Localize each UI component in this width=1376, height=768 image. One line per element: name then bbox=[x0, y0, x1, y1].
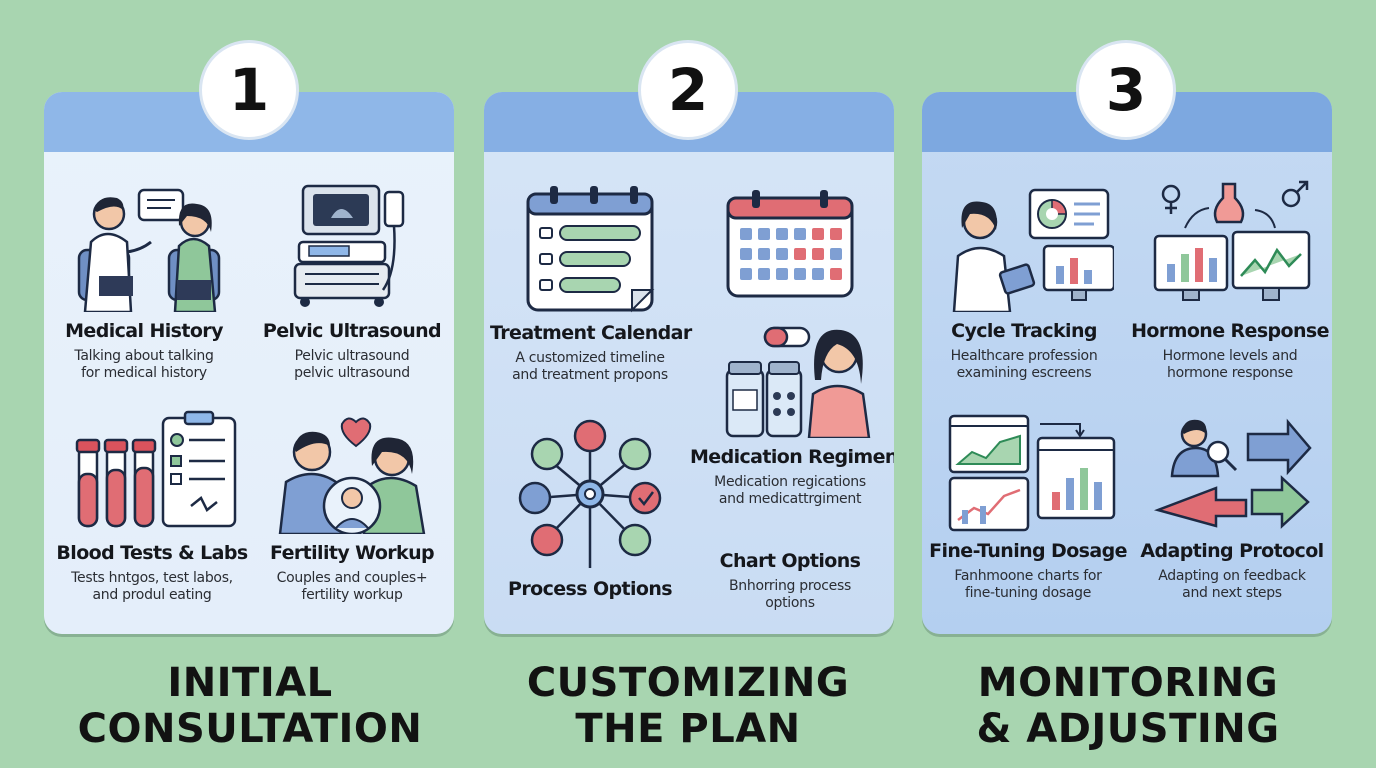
step-number-1: 1 bbox=[199, 40, 299, 140]
item-title: Medical History bbox=[65, 320, 223, 342]
item-adapting-protocol: Adapting Protocol Adapting on feedback a… bbox=[1132, 412, 1332, 602]
phase-title-initial-consultation: INITIAL CONSULTATION bbox=[77, 660, 423, 752]
item-treatment-calendar: Treatment Calendar A customized timeline… bbox=[490, 184, 692, 384]
item-title: Fine-Tuning Dosage bbox=[929, 540, 1127, 562]
blood-test-icon bbox=[75, 410, 237, 528]
step-3-panel: Cycle Tracking Healthcare profession exa… bbox=[922, 92, 1332, 634]
ultrasound-machine-icon bbox=[293, 184, 405, 307]
item-process-options: Process Options bbox=[490, 418, 690, 600]
item-title: Blood Tests & Labs bbox=[56, 542, 248, 564]
calendar-day-square bbox=[794, 268, 806, 280]
calendar-day-square bbox=[776, 248, 788, 260]
item-description: Fanhmoone charts for fine-tuning dosage bbox=[954, 568, 1102, 601]
item-description: Medication regications and medicattrgime… bbox=[714, 474, 866, 507]
calendar-day-square bbox=[740, 268, 752, 280]
calendar-day-square bbox=[740, 248, 752, 260]
doctor-patient-icon bbox=[77, 188, 221, 312]
item-medication-regimen: Medication Regimen Medication regication… bbox=[690, 320, 894, 508]
phase-title-customizing-the-plan: CUSTOMIZING THE PLAN bbox=[526, 660, 850, 752]
calendar-day-square bbox=[812, 228, 824, 240]
step-number-2: 2 bbox=[638, 40, 738, 140]
calendar-day-square bbox=[758, 228, 770, 240]
calendar-day-square bbox=[830, 228, 842, 240]
step-1-panel: Medical History Talking about talking fo… bbox=[44, 92, 454, 634]
adapt-arrows-icon bbox=[1153, 418, 1312, 529]
calendar-day-square bbox=[794, 228, 806, 240]
item-description: A customized timeline and treatment prop… bbox=[512, 350, 668, 383]
item-description: Couples and couples+ fertility workup bbox=[276, 570, 428, 603]
calendar-day-square bbox=[758, 248, 770, 260]
hormone-chart-icon bbox=[1153, 180, 1311, 301]
healthcare-monitor-icon bbox=[952, 188, 1114, 312]
item-title: Cycle Tracking bbox=[951, 320, 1097, 342]
calendar-icon bbox=[726, 190, 854, 298]
calendar-day-square bbox=[830, 248, 842, 260]
item-description: Bnhorring process options bbox=[729, 578, 851, 611]
item-title: Pelvic Ultrasound bbox=[262, 320, 442, 342]
item-title: Treatment Calendar bbox=[490, 322, 692, 344]
item-description: Healthcare profession examining escreens bbox=[950, 348, 1098, 381]
item-description: Hormone levels and hormone response bbox=[1162, 348, 1298, 381]
calendar-day-square bbox=[740, 228, 752, 240]
item-title: Hormone Response bbox=[1131, 320, 1329, 342]
item-title: Fertility Workup bbox=[269, 542, 435, 564]
calendar-day-square bbox=[776, 228, 788, 240]
calendar-day-square bbox=[758, 268, 770, 280]
phase-title-monitoring-adjusting: MONITORING & ADJUSTING bbox=[976, 660, 1280, 752]
item-cycle-tracking: Cycle Tracking Healthcare profession exa… bbox=[924, 184, 1124, 382]
item-description: Adapting on feedback and next steps bbox=[1158, 568, 1306, 601]
item-pelvic-ultrasound: Pelvic Ultrasound Pelvic ultrasound pelv… bbox=[252, 180, 452, 382]
couple-family-icon bbox=[278, 417, 426, 534]
calendar-day-square bbox=[776, 268, 788, 280]
item-title: Chart Options bbox=[719, 550, 861, 572]
item-blood-tests: Blood Tests & Labs Tests hntgos, test la… bbox=[52, 410, 252, 604]
process-options-icon bbox=[518, 419, 662, 568]
item-hormone-response: Hormone Response Hormone levels and horm… bbox=[1130, 180, 1330, 382]
item-calendar bbox=[690, 188, 890, 308]
item-description: Pelvic ultrasound pelvic ultrasound bbox=[294, 348, 410, 381]
item-chart-options: Chart Options Bnhorring process options bbox=[690, 542, 890, 612]
item-title: Process Options bbox=[508, 578, 673, 600]
dosage-charts-icon bbox=[948, 414, 1116, 532]
calendar-day-square bbox=[830, 268, 842, 280]
item-fine-tuning-dosage: Fine-Tuning Dosage Fanhmoone charts for … bbox=[928, 412, 1128, 602]
item-medical-history: Medical History Talking about talking fo… bbox=[44, 180, 244, 382]
medication-icon bbox=[725, 326, 871, 438]
item-description: Tests hntgos, test labos, and produl eat… bbox=[71, 570, 233, 603]
item-description: Talking about talking for medical histor… bbox=[74, 348, 214, 381]
calendar-day-square bbox=[812, 268, 824, 280]
item-title: Medication Regimen bbox=[690, 446, 894, 468]
calendar-day-square bbox=[812, 248, 824, 260]
step-2-panel: Treatment Calendar A customized timeline… bbox=[484, 92, 894, 634]
item-title: Adapting Protocol bbox=[1140, 540, 1324, 562]
item-fertility-workup: Fertility Workup Couples and couples+ fe… bbox=[252, 410, 452, 604]
timeline-calendar-icon bbox=[526, 186, 655, 313]
calendar-day-square bbox=[794, 248, 806, 260]
step-number-3: 3 bbox=[1076, 40, 1176, 140]
